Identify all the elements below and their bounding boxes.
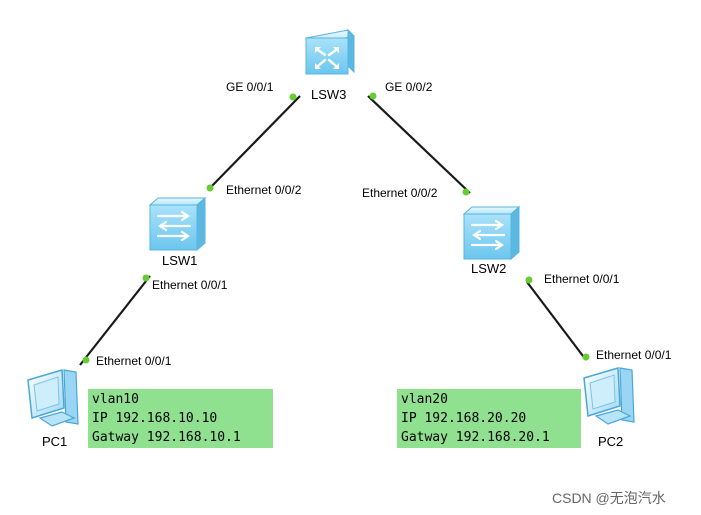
pc1-label: PC1	[42, 434, 68, 449]
port-dots	[82, 92, 590, 364]
port-label-lsw1-down: Ethernet 0/0/1	[152, 278, 228, 292]
port-dot-lsw2-down	[525, 276, 533, 284]
watermark: CSDN @无泡汽水	[552, 490, 666, 506]
pc2-gateway: Gatway 192.168.20.1	[401, 430, 550, 445]
port-label-pc1: Ethernet 0/0/1	[96, 354, 172, 368]
port-label-lsw2-down: Ethernet 0/0/1	[544, 272, 620, 286]
pc1-vlan: vlan10	[92, 392, 139, 407]
lsw1-switch-icon[interactable]	[148, 196, 207, 252]
port-dot-lsw2-up	[462, 188, 470, 196]
link-lsw3-lsw1[interactable]	[207, 95, 301, 191]
link-lsw3-lsw2[interactable]	[367, 95, 471, 194]
port-dot-pc1	[82, 356, 90, 364]
core-switch-icon[interactable]	[305, 28, 356, 75]
port-dot-lsw1-down	[142, 274, 150, 282]
port-dot-lsw3-ge2	[369, 92, 377, 100]
port-label-lsw1-up: Ethernet 0/0/2	[226, 183, 302, 197]
pc2-label: PC2	[598, 434, 624, 449]
pc1-ip: IP 192.168.10.10	[92, 411, 218, 426]
pc2-computer-icon[interactable]	[583, 367, 635, 425]
links	[79, 95, 587, 366]
pc2-ip: IP 192.168.20.20	[401, 411, 527, 426]
pc1-computer-icon[interactable]	[27, 369, 79, 427]
lsw1-label: LSW1	[162, 253, 198, 268]
pc2-vlan: vlan20	[401, 392, 448, 407]
pc1-gateway: Gatway 192.168.10.1	[92, 430, 241, 445]
port-label-lsw3-ge2: GE 0/0/2	[385, 80, 433, 94]
port-dot-lsw1-up	[206, 184, 214, 192]
link-lsw1-pc1[interactable]	[79, 275, 151, 366]
lsw3-label: LSW3	[311, 87, 347, 102]
link-lsw2-pc2[interactable]	[526, 281, 587, 361]
pc1-info-box: vlan10 IP 192.168.10.10 Gatway 192.168.1…	[88, 389, 273, 448]
port-dot-pc2	[582, 353, 590, 361]
port-label-lsw3-ge1: GE 0/0/1	[226, 80, 274, 94]
lsw2-switch-icon[interactable]	[462, 205, 521, 261]
pc2-info-box: vlan20 IP 192.168.20.20 Gatway 192.168.2…	[397, 389, 581, 448]
port-label-lsw2-up: Ethernet 0/0/2	[362, 186, 438, 200]
lsw2-label: LSW2	[471, 261, 507, 276]
port-dot-lsw3-ge1	[289, 93, 297, 101]
port-label-pc2: Ethernet 0/0/1	[596, 348, 672, 362]
